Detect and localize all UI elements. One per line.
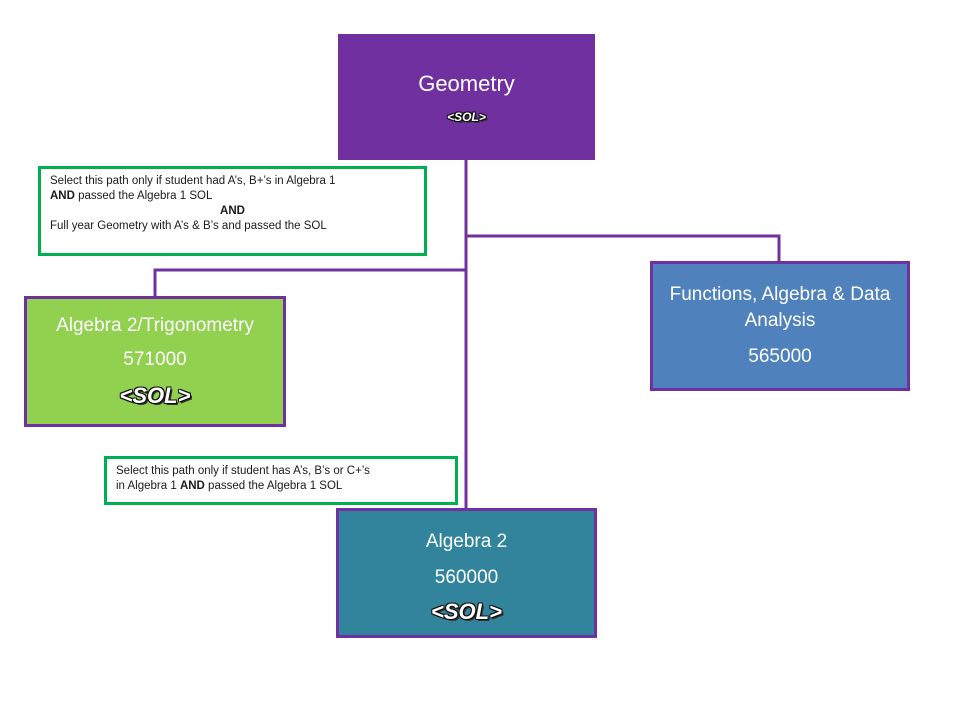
node-geometry-title: Geometry [418, 71, 515, 96]
node-fada-title-line-1: Functions, Algebra & Data [669, 284, 891, 305]
note-2-line-2-rest: passed the Algebra 1 SOL [204, 480, 343, 492]
node-algebra-2: Algebra 2 560000 <SOL> [336, 508, 597, 638]
node-alg2trig-code: 571000 [123, 349, 187, 370]
note-advanced-path: Select this path only if student had A’s… [38, 166, 427, 256]
note-standard-path: Select this path only if student has A’s… [104, 456, 458, 505]
note-1-line-4: Full year Geometry with A’s & B’s and pa… [50, 220, 327, 232]
node-geometry-sol: <SOL> [447, 110, 486, 124]
note-2-and-bold: AND [179, 480, 205, 492]
note-2-line-1: Select this path only if student has A’s… [116, 465, 370, 477]
note-1-line-2-rest: passed the Algebra 1 SOL [74, 190, 213, 202]
note-1-line-2: AND passed the Algebra 1 SOL [50, 189, 415, 204]
node-fada-code: 565000 [748, 346, 812, 367]
node-alg2trig-sol: <SOL> [119, 383, 191, 408]
note-2-line-2: in Algebra 1 AND passed the Algebra 1 SO… [116, 479, 446, 494]
node-alg2trig-title: Algebra 2/Trigonometry [56, 315, 254, 336]
note-1-line-3: AND [220, 205, 245, 217]
connector-to-alg2trig [153, 268, 466, 296]
node-functions-algebra-data-analysis: Functions, Algebra & Data Analysis 56500… [650, 261, 910, 391]
note-1-and-bold: AND [50, 190, 75, 202]
node-alg2-sol: <SOL> [431, 599, 502, 624]
note-1-line-1: Select this path only if student had A’s… [50, 175, 336, 187]
node-fada-title-line-2: Analysis [744, 310, 816, 331]
node-alg2-code: 560000 [434, 567, 499, 588]
node-alg2-title: Algebra 2 [425, 531, 508, 552]
node-geometry: Geometry <SOL> [338, 34, 595, 160]
connector-to-fada [466, 234, 781, 261]
note-2-line-2-start: in Algebra 1 [116, 480, 180, 492]
node-algebra2-trigonometry: Algebra 2/Trigonometry 571000 <SOL> [24, 296, 286, 427]
